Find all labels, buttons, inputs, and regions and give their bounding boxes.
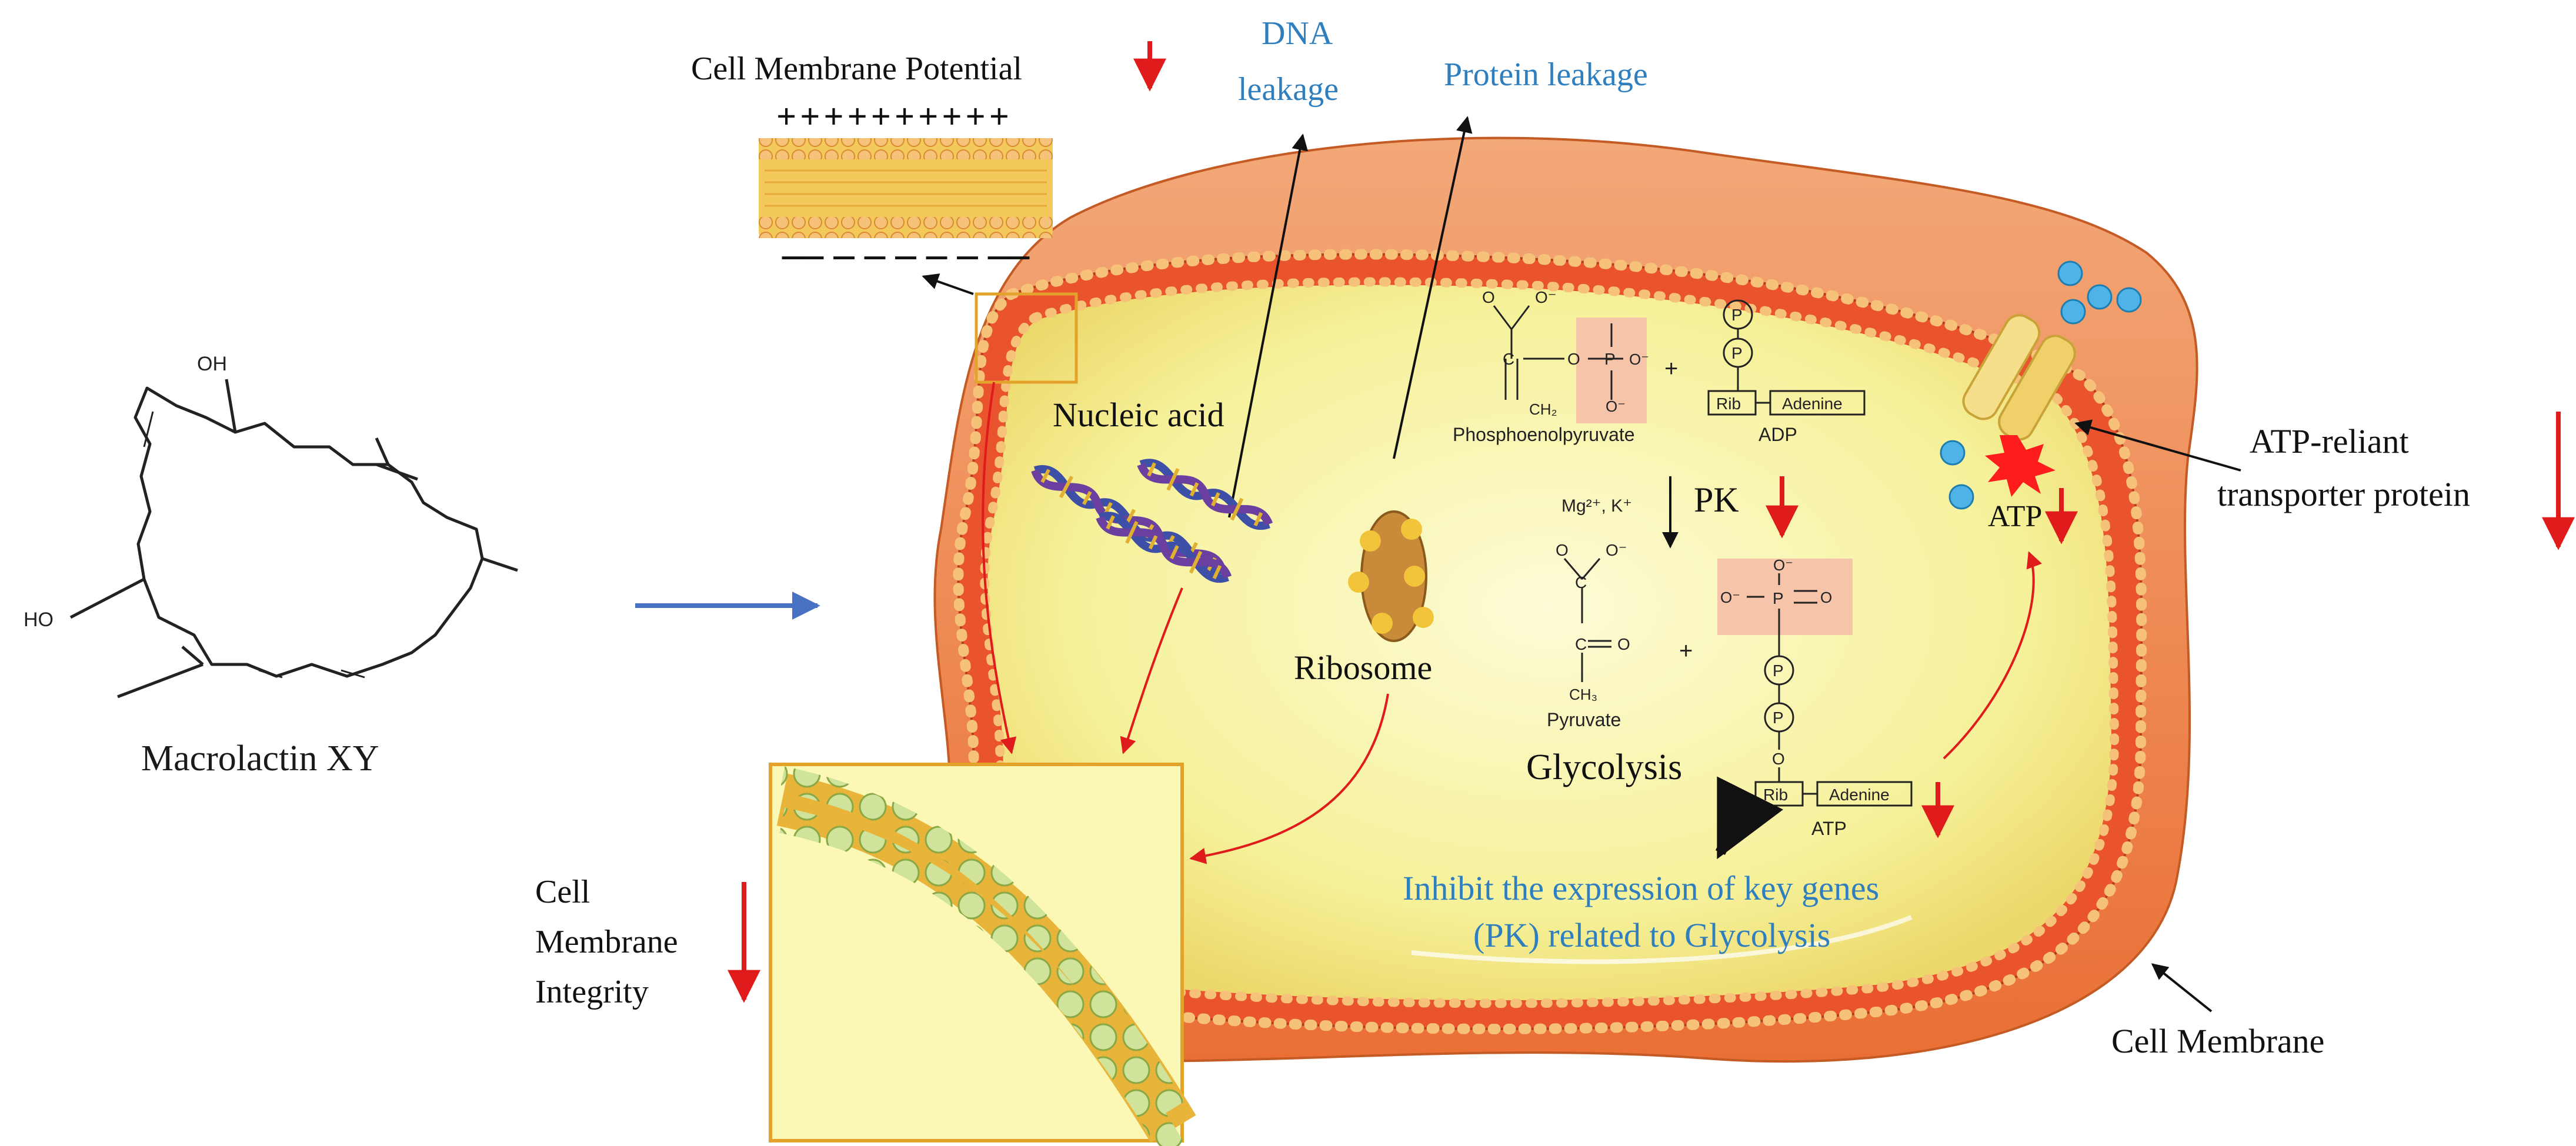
atp-p-top: P [1773,589,1784,607]
adp-p1: P [1731,306,1743,324]
pep-ch2: CH₂ [1529,400,1557,418]
macrolactin-structure [69,379,518,699]
pk-label: PK [1694,480,1739,519]
atp-p1: P [1773,661,1784,680]
ribosome-icon [1348,510,1434,642]
pyruvate-structure [1563,558,1611,682]
pyruvate-c1: C [1575,573,1587,592]
dna-leakage-line1: DNA [1262,15,1333,52]
pyruvate-o: O [1556,541,1569,559]
adp-adenine: Adenine [1782,395,1843,413]
cell-body [918,136,2198,1063]
protein-leakage: Protein leakage [1444,56,1648,93]
atp-rib: Rib [1763,786,1788,804]
red-arrow-ribosome [1189,693,1389,864]
membrane-zoom-marker [975,292,1078,384]
pep-o-minus: O⁻ [1535,288,1557,306]
membrane-top-charges: ++++++++++ [776,97,1013,136]
dna-leak-arrow [1228,133,1308,518]
pyruvate-c2: C [1575,635,1587,653]
pep-o-top: O [1482,288,1495,306]
pep-label: Phosphoenolpyruvate [1453,424,1635,445]
atp-label: ATP [1988,500,2042,533]
atp-p2: P [1773,709,1784,727]
adp-structure [1707,299,1866,416]
adp-label: ADP [1759,424,1797,445]
pyruvate-ch3: CH₃ [1569,686,1597,703]
dna-leakage-line2: leakage [1238,71,1339,108]
ribosome-label: Ribosome [1294,649,1432,687]
pyruvate-label: Pyruvate [1547,709,1621,730]
bilayer-illustration [759,138,1053,238]
integrity-line3: Integrity [535,974,649,1010]
integrity-line2: Membrane [535,924,678,960]
inhibit-line2: (PK) related to Glycolysis [1473,916,1830,954]
pep-o-right: O⁻ [1629,350,1649,368]
atp-burst-icon [1985,435,2056,497]
cofactors: Mg²⁺, K⁺ [1561,496,1632,516]
adp-rib: Rib [1716,395,1741,413]
protein-leak-arrow [1393,116,1473,459]
transporter-protein-icon [1940,260,2142,510]
transporter-line1: ATP-reliant [2250,422,2409,460]
adp-p2: P [1731,344,1743,362]
red-arrow-atp-feedback [1943,551,2042,760]
pyruvate-o-minus: O⁻ [1606,541,1627,559]
molecule-name: Macrolactin XY [141,739,379,779]
pep-c: C [1503,350,1514,368]
pep-o-bridge: O [1567,350,1580,368]
pep-o-bottom: O⁻ [1606,397,1626,415]
pep-structure [1493,305,1647,423]
pep-p: P [1604,350,1616,368]
atp-o-link: O [1772,750,1785,768]
atp-adenine: Adenine [1829,786,1890,804]
transporter-pointer [2074,419,2241,472]
plus-2: + [1679,638,1693,664]
membrane-integrity-zoom [769,763,1196,1146]
transporter-line2: transporter protein [2217,475,2470,513]
plus-1: + [1664,356,1678,382]
membrane-pointer [2151,963,2213,1013]
zoom-arrow [922,273,974,295]
glycolysis-label: Glycolysis [1526,747,1682,787]
inhibit-arrow [1715,776,1784,860]
inhibit-line1: Inhibit the expression of key genes [1403,869,1879,907]
atp-o-left: O⁻ [1720,589,1740,606]
atp-o-top: O⁻ [1773,556,1793,574]
membrane-bottom-charges: –– – – – – – –– [782,232,1030,277]
membrane-potential-title: Cell Membrane Potential [691,51,1022,87]
nucleic-acid-label: Nucleic acid [1053,396,1224,434]
molecule-oh-top: OH [197,353,227,375]
atp-structure [1717,559,1913,807]
cell-membrane-label: Cell Membrane [2111,1022,2324,1060]
atp-structure-label: ATP [1811,818,1847,839]
dna-helix-icons [1031,459,1273,583]
pyruvate-o-double: O [1617,635,1630,653]
integrity-line1: Cell [535,874,590,910]
atp-o-right: O [1820,589,1832,606]
molecule-oh-left: HO [24,609,54,631]
red-arrow-dna [1120,587,1183,754]
red-arrow-membrane [982,382,1017,754]
